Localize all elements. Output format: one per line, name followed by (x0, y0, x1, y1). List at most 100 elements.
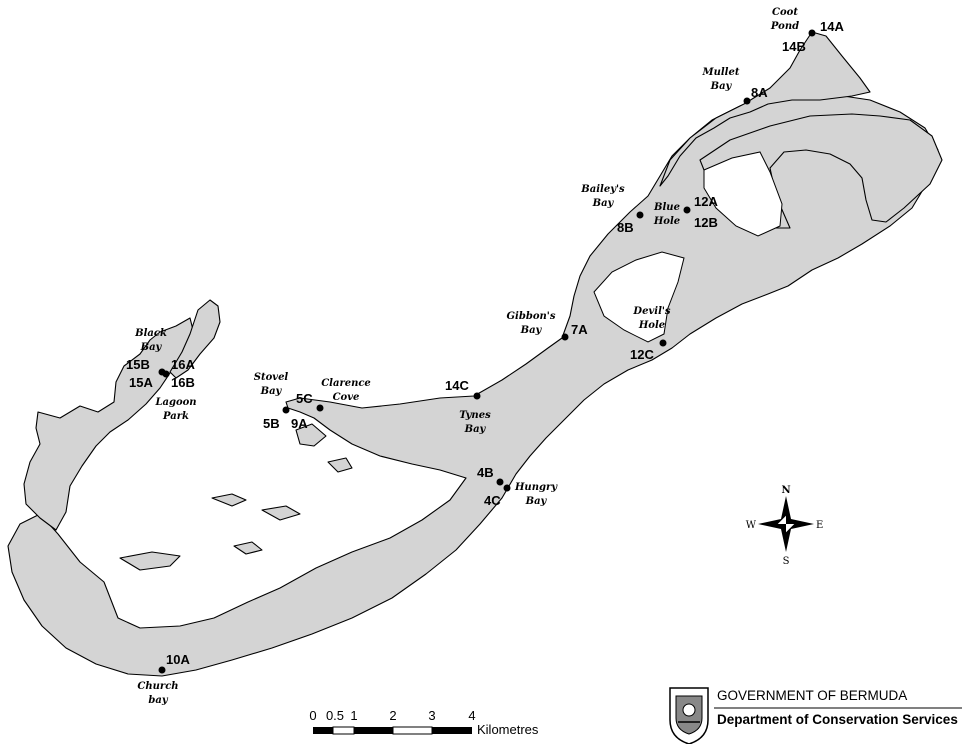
scale-segment (354, 727, 393, 734)
site-label: 14C (445, 378, 469, 393)
scale-bar: 0 0.5 1 2 3 4 Kilometres (309, 708, 539, 737)
site-marker (473, 392, 481, 400)
place-name: Bay (592, 198, 615, 209)
site-label: 12B (694, 215, 718, 230)
place-name: Bay (525, 496, 548, 507)
site-marker (503, 484, 511, 492)
somerset-arm (23, 317, 197, 531)
place-name: Hungry (514, 482, 558, 493)
place-name: Bay (710, 81, 733, 92)
site-label: 16A (171, 357, 195, 372)
site-marker (282, 406, 290, 414)
site-label: 15B (126, 357, 150, 372)
sound-island (119, 551, 181, 571)
scale-tick-label: 3 (428, 708, 435, 723)
scale-tick-label: 0 (309, 708, 316, 723)
place-name: Bay (464, 424, 487, 435)
place-name: Stovel (254, 372, 289, 383)
department-name: Department of Conservation Services (717, 712, 958, 727)
sound-island (327, 457, 353, 473)
place-name: Hole (638, 320, 665, 331)
place-name: Bay (260, 386, 283, 397)
site-label: 5C (296, 391, 313, 406)
scale-segment (392, 726, 433, 735)
site-markers (158, 29, 816, 674)
site-marker (636, 211, 644, 219)
site-label: 14B (782, 39, 806, 54)
place-names: Coot Pond Mullet Bay Bailey's Bay Blue H… (134, 7, 799, 706)
place-name: bay (148, 695, 168, 706)
place-name: Coot (772, 7, 798, 18)
place-name: Hole (653, 216, 680, 227)
site-marker (808, 29, 816, 37)
site-label: 12A (694, 194, 718, 209)
scale-segment (432, 727, 472, 734)
scale-unit: Kilometres (477, 722, 539, 737)
land-masses (7, 31, 943, 677)
site-marker (659, 339, 667, 347)
place-name: Bay (140, 342, 163, 353)
sound-island (211, 493, 247, 507)
place-name: Tynes (459, 410, 491, 421)
crest-icon (682, 703, 696, 717)
compass-west: W (746, 520, 757, 531)
scale-tick-label: 0.5 (326, 708, 344, 723)
site-label: 8A (751, 85, 768, 100)
compass-needle (786, 515, 795, 524)
place-name: Church (137, 681, 178, 692)
compass-east: E (816, 520, 823, 531)
site-marker (561, 333, 569, 341)
sound-island (233, 541, 263, 555)
site-marker (683, 206, 691, 214)
ireland-island (169, 299, 221, 379)
site-marker (316, 404, 324, 412)
site-label: 15A (129, 375, 153, 390)
castle-harbour (703, 151, 783, 237)
place-name: Gibbon's (507, 311, 556, 322)
site-label: 10A (166, 652, 190, 667)
compass-north: N (781, 485, 790, 496)
main-island (7, 91, 939, 677)
sound-island (295, 423, 327, 447)
place-name: Blue (653, 202, 680, 213)
compass-south: S (783, 556, 790, 567)
compass-rose: N S E W (746, 485, 824, 567)
place-name: Black (134, 328, 167, 339)
inland-waters (593, 151, 783, 343)
site-label: 7A (571, 322, 588, 337)
site-marker (496, 478, 504, 486)
scale-segment (313, 727, 333, 734)
site-marker (158, 666, 166, 674)
scale-tick-label: 4 (468, 708, 475, 723)
site-label: 4B (477, 465, 494, 480)
site-marker (162, 370, 170, 378)
place-name: Pond (770, 21, 799, 32)
site-label: 16B (171, 375, 195, 390)
site-labels: 14A 14B 8A 12A 12B 8B 7A 12C 14C 5C 5B 9… (126, 19, 844, 667)
site-label: 8B (617, 220, 634, 235)
scale-tick-label: 1 (350, 708, 357, 723)
scale-tick-label: 2 (389, 708, 396, 723)
site-label: 5B (263, 416, 280, 431)
place-name: Mullet (702, 67, 740, 78)
site-label: 9A (291, 416, 308, 431)
place-name: Lagoon (154, 397, 196, 408)
place-name: Clarence (321, 378, 371, 389)
site-label: 12C (630, 347, 654, 362)
harrington-sound (593, 251, 685, 343)
site-label: 14A (820, 19, 844, 34)
place-name: Devil's (632, 306, 671, 317)
site-marker (743, 97, 751, 105)
government-logo (669, 687, 709, 744)
site-label: 4C (484, 493, 501, 508)
place-name: Bay (520, 325, 543, 336)
place-name: Cove (333, 392, 360, 403)
place-name: Park (162, 411, 189, 422)
place-name: Bailey's (580, 184, 625, 195)
government-name: GOVERNMENT OF BERMUDA (717, 688, 907, 703)
compass-needle (777, 524, 786, 533)
scale-segment (332, 726, 355, 735)
sound-island (261, 505, 301, 521)
